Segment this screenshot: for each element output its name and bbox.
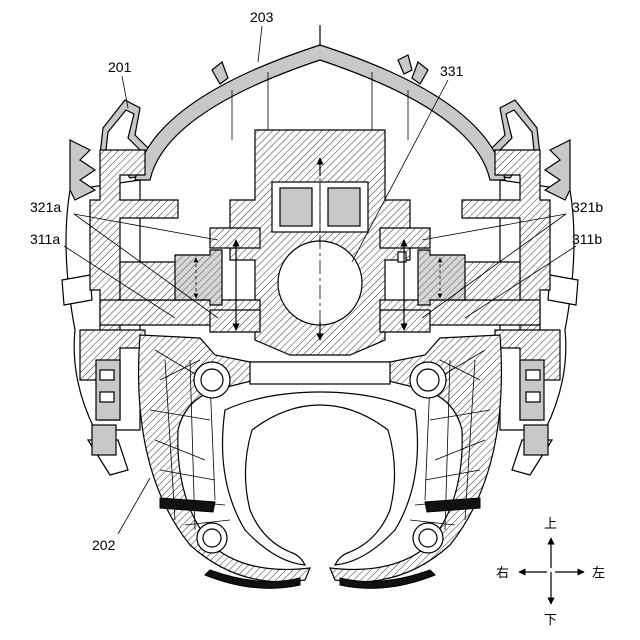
part-202-ring <box>139 335 502 588</box>
leader-203 <box>258 26 262 62</box>
label-311b: 311b <box>572 231 602 247</box>
label-321a: 321a <box>30 199 61 215</box>
label-202: 202 <box>92 537 116 553</box>
compass-left-label: 左 <box>592 566 605 581</box>
label-331: 331 <box>440 63 464 79</box>
compass-down-label: 下 <box>544 613 557 628</box>
leader-202 <box>118 478 150 534</box>
label-203: 203 <box>250 9 274 25</box>
label-311a: 311a <box>30 231 60 247</box>
compass-right-label: 右 <box>496 566 509 581</box>
direction-compass: 上 下 右 左 <box>496 517 605 628</box>
label-201: 201 <box>108 59 132 75</box>
compass-up-label: 上 <box>544 517 557 532</box>
label-321b: 321b <box>572 199 603 215</box>
